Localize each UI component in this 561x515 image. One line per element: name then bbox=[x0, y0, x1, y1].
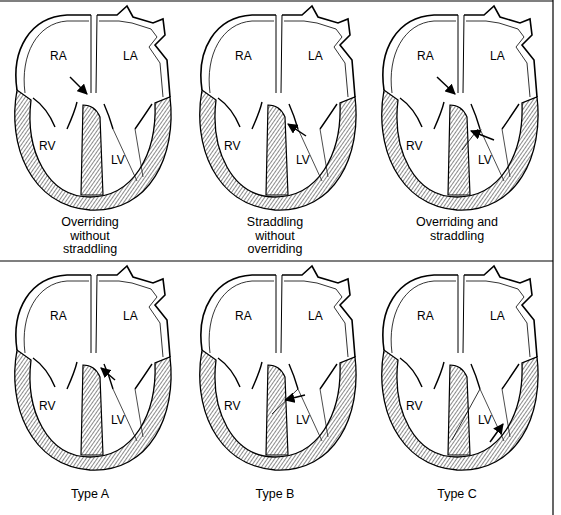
panel-caption: Type A bbox=[48, 488, 132, 502]
panel-caption: Overriding and straddling bbox=[415, 216, 499, 243]
chamber-label: RA bbox=[417, 309, 434, 323]
heart-drawing bbox=[382, 266, 538, 470]
chamber-label: RA bbox=[235, 49, 252, 63]
panel-caption: Straddling without overriding bbox=[233, 216, 317, 257]
chamber-label: LV bbox=[296, 413, 310, 427]
chamber-label: RA bbox=[50, 309, 67, 323]
chamber-label: LV bbox=[296, 153, 310, 167]
chamber-label: LV bbox=[111, 413, 125, 427]
chamber-label: RV bbox=[224, 139, 240, 153]
panel-caption: Overriding without straddling bbox=[48, 216, 132, 257]
chamber-label: LA bbox=[490, 49, 505, 63]
chamber-label: LV bbox=[478, 413, 492, 427]
chamber-label: LV bbox=[111, 153, 125, 167]
chamber-label: RA bbox=[417, 49, 434, 63]
chamber-label: RV bbox=[406, 399, 422, 413]
chamber-label: LV bbox=[478, 153, 492, 167]
chamber-label: RA bbox=[50, 49, 67, 63]
heart-drawing bbox=[15, 6, 171, 210]
chamber-label: RV bbox=[406, 139, 422, 153]
chordae-crossing bbox=[272, 129, 480, 440]
chamber-label: LA bbox=[308, 309, 323, 323]
chamber-label: RV bbox=[39, 399, 55, 413]
heart-drawing bbox=[15, 266, 171, 470]
heart-drawing bbox=[200, 6, 356, 210]
panel-caption: Type C bbox=[415, 488, 499, 502]
panel-caption: Type B bbox=[233, 488, 317, 502]
chamber-label: RA bbox=[235, 309, 252, 323]
chamber-label: RV bbox=[39, 139, 55, 153]
chamber-label: LA bbox=[490, 309, 505, 323]
pointer-arrows bbox=[70, 77, 503, 442]
chamber-label: LA bbox=[308, 49, 323, 63]
heart-drawing bbox=[382, 6, 538, 210]
chamber-label: LA bbox=[123, 309, 138, 323]
heart-drawing bbox=[200, 266, 356, 470]
chamber-label: LA bbox=[123, 49, 138, 63]
chamber-label: RV bbox=[224, 399, 240, 413]
